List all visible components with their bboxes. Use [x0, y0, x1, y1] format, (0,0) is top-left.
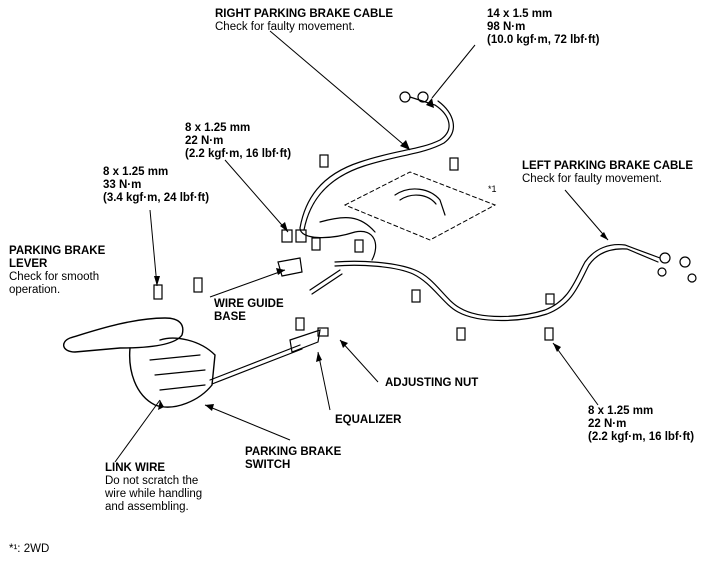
wire-guide-line-1: WIRE GUIDE: [214, 298, 284, 310]
spec-bottom-right-size: 8 x 1.25 mm: [588, 405, 654, 417]
spec-top-right-alt: (10.0 kgf·m, 72 lbf·ft): [487, 34, 600, 46]
spec-bottom-right: 8 x 1.25 mm 22 N·m (2.2 kgf·m, 16 lbf·ft…: [588, 405, 694, 444]
lever-title-2: LEVER: [9, 258, 48, 270]
link-wire-note-2: wire while handling: [105, 488, 203, 500]
lever-note-2: operation.: [9, 284, 61, 296]
spec-mid-size: 8 x 1.25 mm: [185, 122, 251, 134]
left-cable-label: LEFT PARKING BRAKE CABLE Check for fault…: [522, 160, 693, 186]
link-wire-title: LINK WIRE: [105, 462, 166, 474]
spec-left-nm: 33 N·m: [103, 179, 142, 191]
spec-mid-alt: (2.2 kgf·m, 16 lbf·ft): [185, 148, 292, 160]
right-cable-label: RIGHT PARKING BRAKE CABLE Check for faul…: [215, 8, 393, 34]
lever-body: [63, 317, 184, 353]
right-cable: [299, 96, 450, 229]
spec-bottom-right-alt: (2.2 kgf·m, 16 lbf·ft): [588, 431, 695, 443]
lever-note-1: Check for smooth: [9, 271, 100, 283]
switch-line-2: SWITCH: [245, 459, 291, 471]
left-cable-title: LEFT PARKING BRAKE CABLE: [522, 160, 694, 172]
spec-bottom-right-nm: 22 N·m: [588, 418, 627, 430]
lever-title-1: PARKING BRAKE: [9, 245, 106, 257]
inset-box: [343, 171, 497, 241]
link-wire-note-3: and assembling.: [105, 501, 189, 513]
spec-left-alt: (3.4 kgf·m, 24 lbf·ft): [103, 192, 210, 204]
spec-top-right-size: 14 x 1.5 mm: [487, 8, 553, 20]
adjusting-nut-label: ADJUSTING NUT: [385, 377, 479, 389]
wire-guide-label: WIRE GUIDE BASE: [214, 298, 284, 324]
spec-left-size: 8 x 1.25 mm: [103, 166, 169, 178]
right-cable-title: RIGHT PARKING BRAKE CABLE: [215, 8, 394, 20]
spec-left: 8 x 1.25 mm 33 N·m (3.4 kgf·m, 24 lbf·ft…: [103, 166, 209, 205]
spec-top-right-nm: 98 N·m: [487, 21, 526, 33]
switch-line-1: PARKING BRAKE: [245, 446, 342, 458]
left-cable: [334, 243, 661, 318]
spec-top-right: 14 x 1.5 mm 98 N·m (10.0 kgf·m, 72 lbf·f…: [487, 8, 599, 47]
footnote: *¹: 2WD: [9, 543, 50, 555]
right-cable-note: Check for faulty movement.: [215, 21, 355, 33]
link-wire-note-1: Do not scratch the: [105, 475, 199, 487]
spec-mid-nm: 22 N·m: [185, 135, 224, 147]
link-wire-label: LINK WIRE Do not scratch the wire while …: [105, 462, 202, 514]
lever-label: PARKING BRAKE LEVER Check for smooth ope…: [9, 245, 105, 297]
switch-label: PARKING BRAKE SWITCH: [245, 446, 341, 472]
left-cable-note: Check for faulty movement.: [522, 173, 662, 185]
spec-mid: 8 x 1.25 mm 22 N·m (2.2 kgf·m, 16 lbf·ft…: [185, 122, 291, 161]
wire-guide-line-2: BASE: [214, 311, 246, 323]
inset-mark: *1: [488, 184, 497, 194]
equalizer-label: EQUALIZER: [335, 414, 402, 426]
